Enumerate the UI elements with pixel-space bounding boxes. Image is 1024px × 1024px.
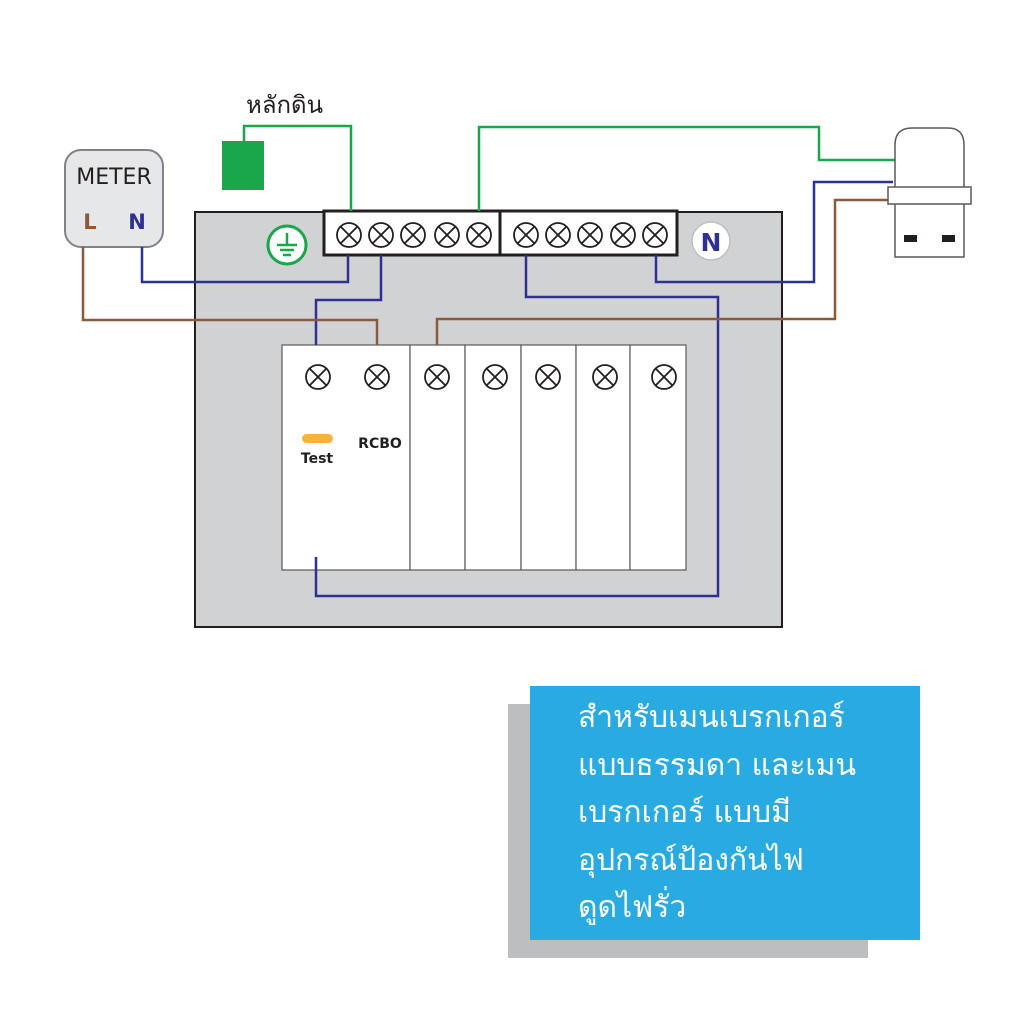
neutral-wire-rcbo-out [314, 255, 720, 598]
ground-terminal-screw-icon [368, 222, 394, 248]
ground-terminal-screw-icon [434, 222, 460, 248]
meter-neutral-label: N [128, 210, 146, 234]
ground-rod [222, 141, 264, 190]
ground-wire-rod [242, 124, 353, 211]
ground-terminal-screw-icon [336, 222, 362, 248]
ground-terminal-screw-icon [400, 222, 426, 248]
neutral-badge: N [691, 221, 731, 261]
neutral-wire-rcbo-in [314, 255, 383, 345]
caption-box [530, 686, 920, 940]
water-heater-icon [887, 127, 972, 258]
meter-live-label: L [83, 210, 96, 234]
meter-box [64, 149, 164, 248]
breaker-terminal-screw-icon [482, 364, 508, 390]
neutral-terminal-screw-icon [513, 222, 539, 248]
caption-text: สำหรับเมนเบรกเกอร์ แบบธรรมดา และเมน เบรก… [578, 700, 856, 925]
neutral-terminal-screw-icon [577, 222, 603, 248]
breaker-terminal-screw-icon [424, 364, 450, 390]
breaker-terminal-screw-icon [535, 364, 561, 390]
earth-ground-icon [266, 224, 308, 266]
test-button[interactable] [302, 434, 333, 443]
breaker-terminal-screw-icon [592, 364, 618, 390]
live-wire-meter [81, 247, 379, 345]
breaker-terminal-screw-icon [305, 364, 331, 390]
ground-terminal-screw-icon [466, 222, 492, 248]
neutral-terminal-screw-icon [610, 222, 636, 248]
neutral-terminal-screw-icon [545, 222, 571, 248]
breaker-terminal-screw-icon [651, 364, 677, 390]
ground-wire-appliance [477, 125, 895, 211]
live-wire-appliance [435, 198, 888, 345]
neutral-wire-appliance [654, 180, 893, 284]
neutral-terminal-screw-icon [642, 222, 668, 248]
neutral-wire-meter [140, 247, 350, 284]
breaker-terminal-screw-icon [364, 364, 390, 390]
meter-title: METER [76, 165, 152, 190]
ground-rod-label: หลักดิน [246, 91, 323, 119]
neutral-badge-label: N [701, 228, 722, 257]
test-label: Test [301, 451, 334, 467]
rcbo-label: RCBO [358, 436, 402, 452]
